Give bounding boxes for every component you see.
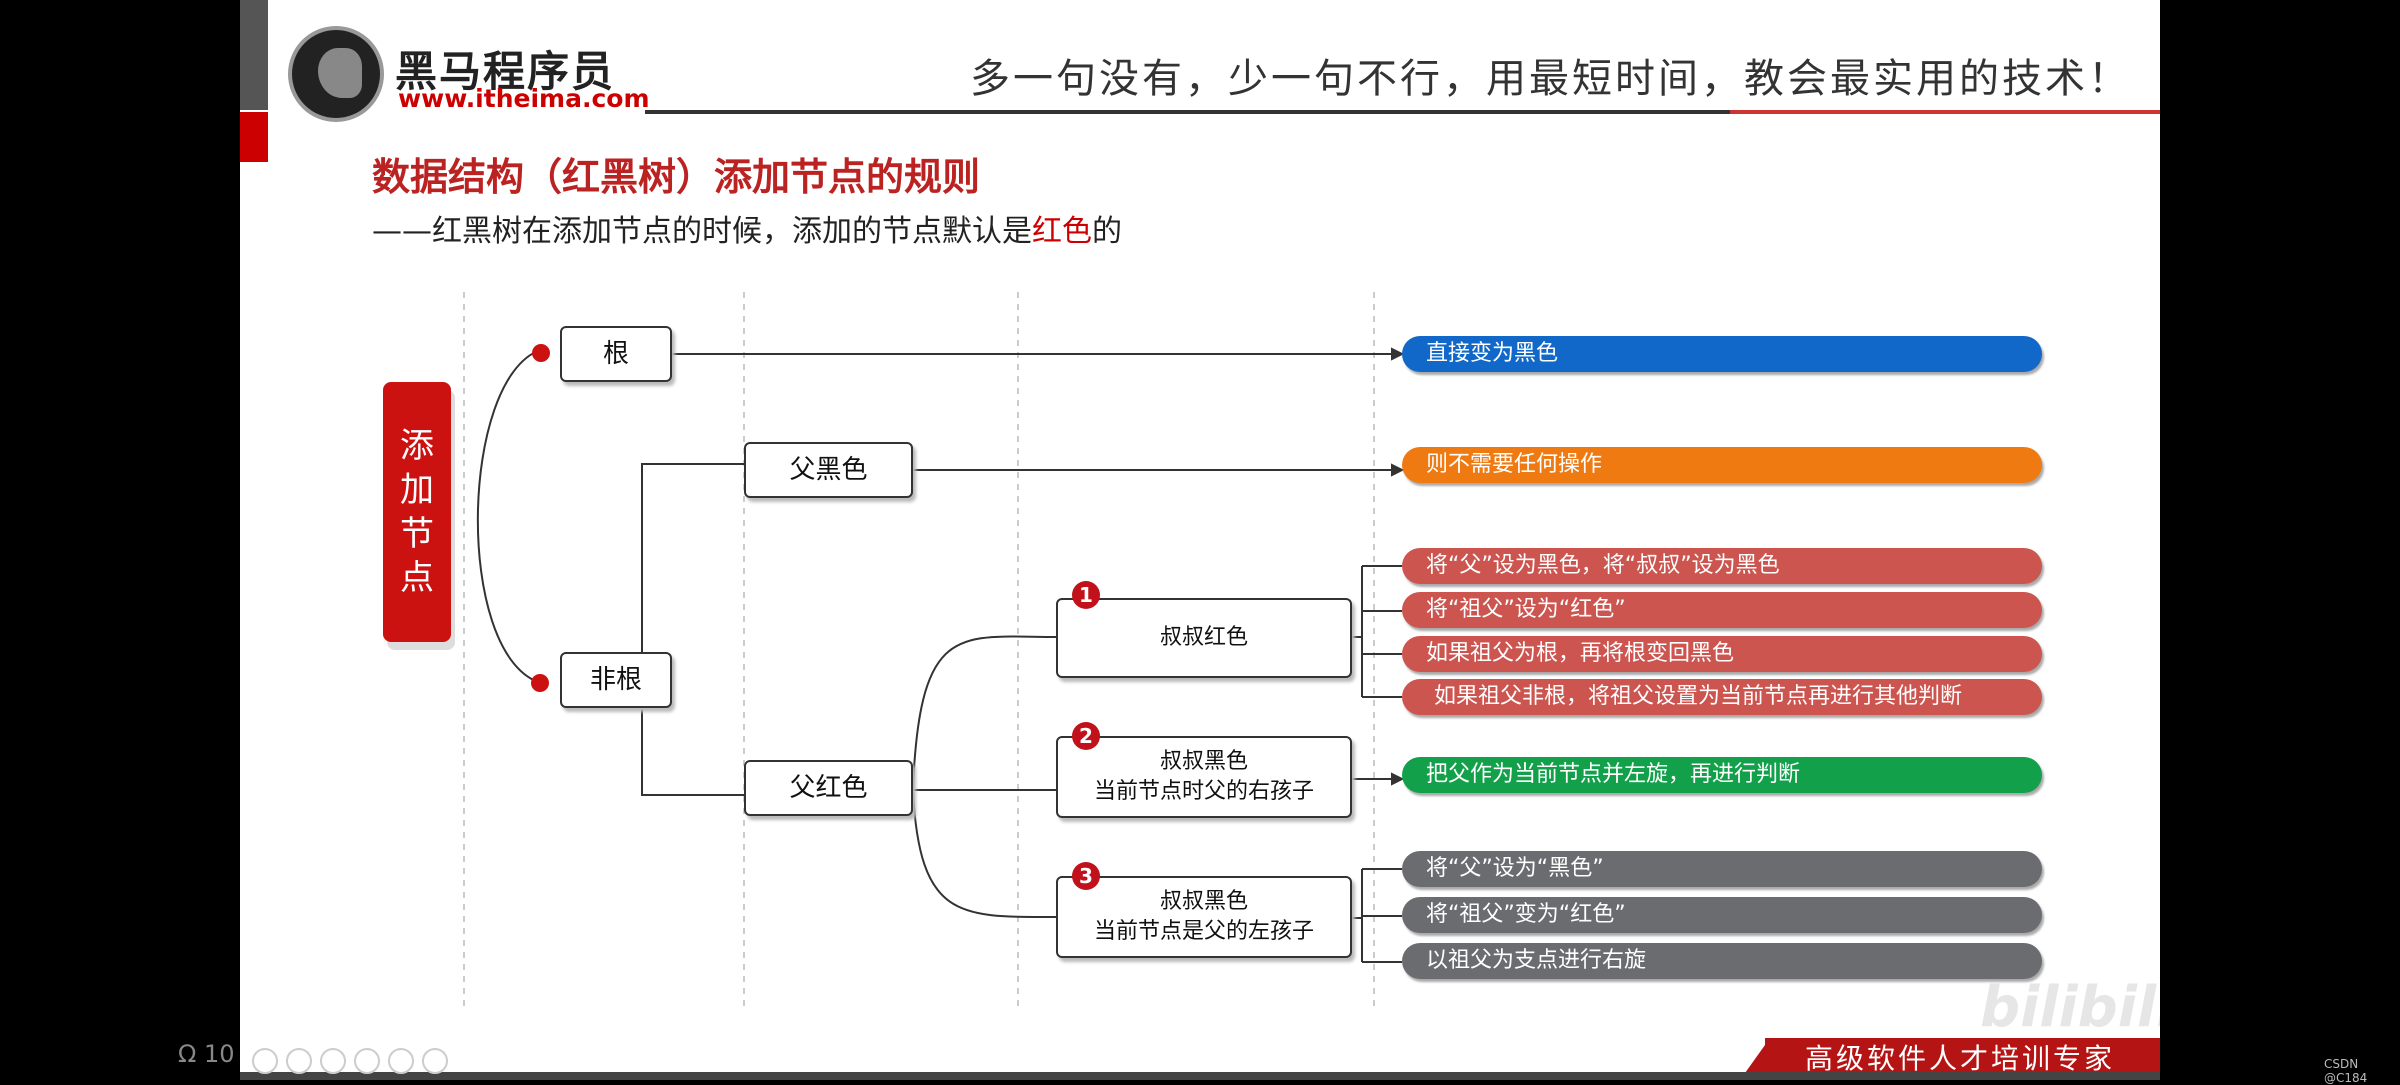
case3-line2: 当前节点是父的左孩子	[1093, 919, 1314, 944]
nonroot-branch-dot	[531, 674, 549, 692]
subtitle-prefix: ——红黑树在添加节点的时候，添加的节点默认是	[372, 214, 1032, 249]
result-case3-3: 以祖父为支点进行右旋	[1402, 943, 2042, 979]
slide-red-tab	[240, 112, 268, 162]
case-badge-1: 1	[1072, 581, 1100, 609]
result-case2: 把父作为当前节点并左旋，再进行判断	[1402, 757, 2042, 793]
result-case3-2: 将“祖父”变为“红色”	[1402, 897, 2042, 933]
add-node-root-box: 添加节点	[383, 382, 451, 642]
people-icon: Ω	[178, 1040, 197, 1068]
slide-title: 数据结构（红黑树）添加节点的规则	[372, 155, 981, 199]
player-counter: Ω 10	[178, 1040, 235, 1068]
subtitle-red-word: 红色	[1032, 214, 1092, 249]
case-badge-3: 3	[1072, 862, 1100, 890]
result-case3-1: 将“父”设为“黑色”	[1402, 851, 2042, 887]
slide: 黑马程序员 www.itheima.com 多一句没有，少一句不行，用最短时间，…	[240, 0, 2160, 1080]
node-parent-black: 父黑色	[744, 442, 913, 498]
slogan: 多一句没有，少一句不行，用最短时间，教会最实用的技术！	[970, 56, 2131, 102]
logo-url: www.itheima.com	[398, 84, 650, 113]
header-divider-accent	[1730, 110, 2160, 114]
case2-line1: 叔叔黑色	[1159, 749, 1248, 774]
case2-line2: 当前节点时父的右孩子	[1093, 779, 1314, 804]
subtitle-suffix: 的	[1092, 214, 1122, 249]
case-badge-2: 2	[1072, 722, 1100, 750]
node-case2: 叔叔黑色 当前节点时父的右孩子	[1056, 736, 1352, 818]
horse-logo-icon	[288, 26, 384, 122]
slide-subtitle: ——红黑树在添加节点的时候，添加的节点默认是红色的	[372, 206, 1122, 250]
bottom-strip	[240, 1072, 2160, 1080]
result-uncle-red-3: 如果祖父为根，再将根变回黑色	[1402, 636, 2042, 672]
result-uncle-red-1: 将“父”设为黑色，将“叔叔”设为黑色	[1402, 548, 2042, 584]
node-root: 根	[560, 326, 672, 382]
player-counter-value: 10	[203, 1040, 235, 1068]
result-uncle-red-2: 将“祖父”设为“红色”	[1402, 592, 2042, 628]
case3-line1: 叔叔黑色	[1159, 889, 1248, 914]
node-non-root: 非根	[560, 652, 672, 708]
result-uncle-red-4: 如果祖父非根，将祖父设置为当前节点再进行其他判断	[1402, 679, 2042, 715]
zoom-icon[interactable]	[388, 1048, 414, 1074]
prev-icon[interactable]	[252, 1048, 278, 1074]
result-root: 直接变为黑色	[1402, 336, 2042, 372]
node-case3: 叔叔黑色 当前节点是父的左孩子	[1056, 876, 1352, 958]
diagram-connectors	[463, 292, 1405, 1010]
node-parent-red: 父红色	[744, 760, 913, 816]
add-node-label: 添加节点	[400, 426, 434, 598]
slides-icon[interactable]	[354, 1048, 380, 1074]
root-branch-dot	[532, 344, 550, 362]
result-parent-black: 则不需要任何操作	[1402, 447, 2042, 483]
pen-icon[interactable]	[320, 1048, 346, 1074]
logo-name: 黑马程序员	[395, 47, 616, 96]
bilibili-watermark: bilibili	[1980, 975, 2160, 1040]
node-uncle-red: 叔叔红色	[1056, 598, 1352, 678]
slide-edge-tab	[240, 0, 268, 110]
next-icon[interactable]	[286, 1048, 312, 1074]
csdn-watermark: CSDN @C184	[2324, 1057, 2368, 1085]
more-icon[interactable]	[422, 1048, 448, 1074]
header-divider	[645, 110, 2160, 114]
